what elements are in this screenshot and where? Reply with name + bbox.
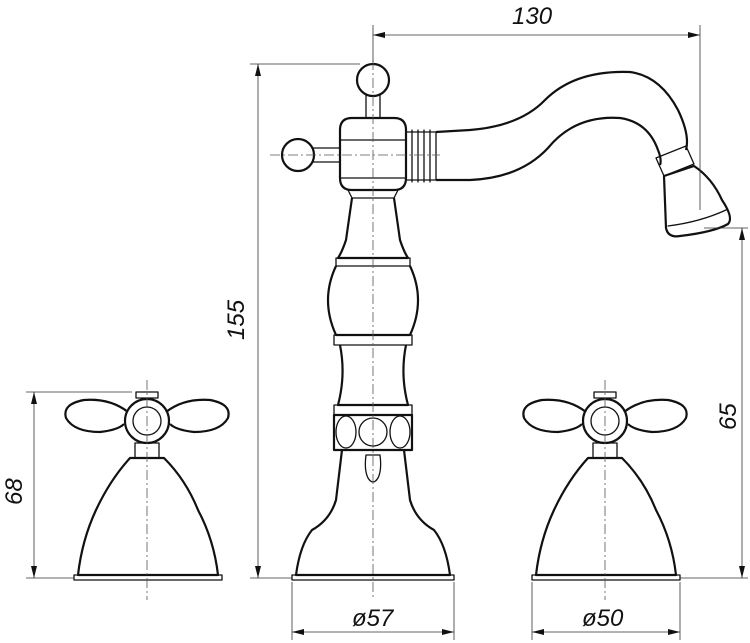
dimension-handle-height: 68: [1, 391, 132, 579]
spout-reach-label: 130: [512, 3, 553, 30]
right-handle: [522, 391, 688, 581]
dimension-total-height: 155: [223, 63, 360, 579]
handle-height-label: 68: [1, 478, 28, 505]
handle-base-label: ø50: [582, 605, 624, 632]
central-mixer: [280, 62, 455, 581]
total-height-label: 155: [223, 299, 250, 340]
dimension-handle-base: ø50: [531, 582, 681, 640]
dimension-mixer-base: ø57: [291, 582, 455, 640]
dimension-outlet-height: 65: [680, 227, 748, 579]
spout: [435, 70, 732, 238]
center-lines: [146, 60, 606, 600]
outlet-height-label: 65: [715, 403, 742, 430]
dimension-spout-reach: 130: [372, 3, 701, 210]
mixer-base-label: ø57: [352, 605, 395, 632]
